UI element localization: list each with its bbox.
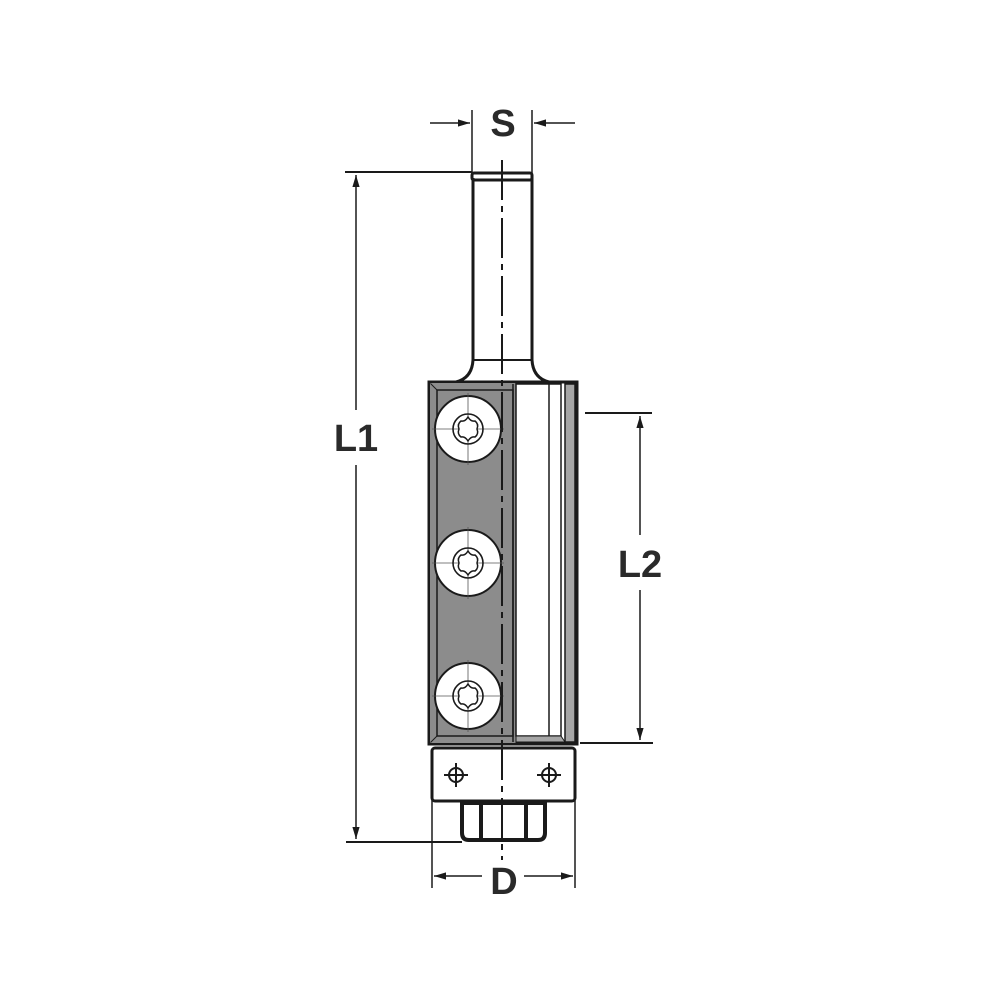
dimension-l1: L1 bbox=[334, 171, 472, 843]
dimension-l2: L2 bbox=[580, 412, 662, 744]
dimension-label-d: D bbox=[490, 861, 517, 903]
bearing bbox=[430, 746, 577, 803]
dimension-d: D bbox=[431, 800, 576, 903]
dimension-label-s: S bbox=[490, 103, 515, 145]
dimension-label-l2: L2 bbox=[618, 544, 662, 586]
dimension-s: S bbox=[430, 103, 575, 173]
dimension-label-l1: L1 bbox=[334, 418, 378, 460]
hex-nut bbox=[460, 801, 547, 842]
